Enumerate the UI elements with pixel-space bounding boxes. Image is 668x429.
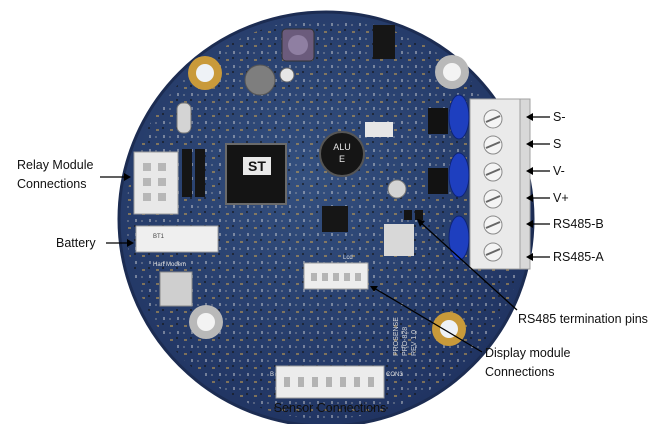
sensor-connector-left-label: B (270, 372, 274, 378)
mounting-hole-top-left (188, 56, 222, 90)
trim-cap (279, 67, 295, 83)
crystal (176, 102, 192, 134)
battery-label: Battery (56, 236, 96, 250)
relay-module-label: Relay Module Connections (17, 156, 93, 194)
mounting-hole-top-right (435, 55, 469, 89)
display-module-label: Display module Connections (485, 344, 570, 382)
relay-module-label-line1: Relay Module (17, 158, 94, 172)
svg-text:PROSENSE: PROSENSE (393, 317, 400, 356)
terminal-label-v-plus: V+ (553, 191, 569, 205)
relay-module-label-line2: Connections (17, 177, 87, 191)
terminal-screws (483, 109, 503, 262)
relay-header-pins (182, 149, 205, 197)
sensor-connector-pins (284, 377, 374, 387)
alu-capacitor (319, 131, 365, 177)
svg-text:ST: ST (248, 158, 266, 174)
terminal-label-v-minus: V- (553, 164, 565, 178)
sensor-connector-right-label: CON3 (386, 372, 403, 378)
battery-holder (135, 225, 219, 253)
brand-silkscreen: PROSENSE PRO-828 REV 1.0 (393, 317, 418, 356)
terminal-label-s-minus: S- (553, 110, 566, 124)
alu-capacitor-label: ALU (333, 142, 351, 152)
buzzer (244, 64, 276, 96)
svg-text:REV 1.0: REV 1.0 (411, 330, 418, 356)
relay-connector (133, 151, 179, 215)
terminal-label-s: S (553, 137, 562, 151)
sensor-connections-label: Sensor Connections (273, 401, 387, 415)
display-module-label-line1: Display module (485, 346, 571, 360)
battery-holder-label: BT1 (153, 234, 165, 240)
terminal-label-rs485-a: RS485-A (553, 250, 604, 264)
terminal-label-rs485-b: RS485-B (553, 217, 604, 231)
pad-block (384, 224, 414, 256)
rs485-termination-label: RS485 termination pins (518, 312, 648, 326)
svg-text:PRO-828: PRO-828 (402, 327, 409, 356)
hart-modem-label: Hart Modem (153, 262, 186, 268)
black-diode-2 (428, 168, 448, 194)
terminal-block-side (519, 98, 531, 270)
inductor-core (288, 35, 308, 55)
mcu-logo-icon: ST (243, 157, 271, 175)
hart-modem-chip (159, 271, 193, 307)
arrow-heads (124, 113, 533, 292)
ic-mid (322, 206, 348, 232)
display-module-label-line2: Connections (485, 365, 555, 379)
rs485-termination-jumper (404, 210, 423, 220)
ic-top (373, 25, 395, 59)
relay-connector-pins (143, 163, 166, 201)
small-capacitor (387, 179, 407, 199)
alu-capacitor-label-2: E (339, 154, 345, 164)
black-diode-1 (428, 108, 448, 134)
annotation-arrows (100, 116, 550, 353)
mounting-hole-bottom-left (189, 305, 223, 339)
display-connector-pins (311, 273, 361, 281)
blue-protection-components (448, 94, 470, 261)
display-connector-label: Lcd (343, 255, 353, 261)
white-component (365, 122, 393, 137)
mounting-hole-bottom-right (432, 312, 466, 346)
